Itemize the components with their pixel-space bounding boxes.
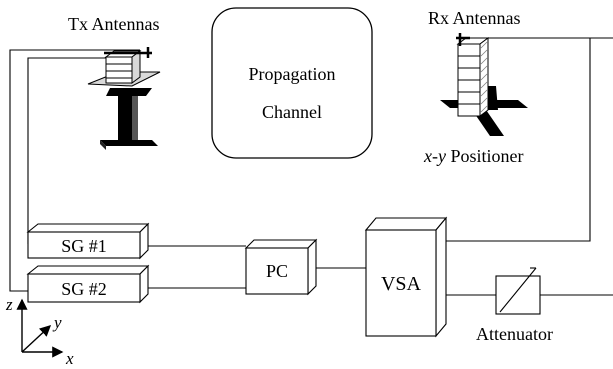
vsa-box <box>364 216 448 338</box>
axis-y-label: y <box>52 313 62 332</box>
pc-label: PC <box>266 261 288 281</box>
positioner-xy: x-y <box>423 146 446 166</box>
positioner-word: Positioner <box>446 146 524 166</box>
tx-base <box>100 140 158 146</box>
axis-x-label: x <box>65 349 74 368</box>
sg1-box <box>26 222 150 260</box>
tx-antennas-label: Tx Antennas <box>68 14 160 34</box>
pc-box <box>244 238 318 296</box>
propagation-channel-box <box>211 7 373 159</box>
wire-sg2-to-tx <box>9 49 140 292</box>
attenuator-label: Attenuator <box>476 324 553 344</box>
sg2-label: SG #2 <box>61 279 107 299</box>
rx-antenna-assembly <box>440 33 528 136</box>
tx-antenna-stack <box>104 50 142 84</box>
axis-z-label: z <box>5 295 13 314</box>
positioner-label: x-y Positioner <box>423 146 524 166</box>
axes-indicator <box>16 298 64 358</box>
rx-antennas-label: Rx Antennas <box>428 8 521 28</box>
propagation-label: Propagation <box>249 64 336 84</box>
channel-label: Channel <box>262 102 322 122</box>
tx-antenna-assembly <box>87 47 161 150</box>
rx-side-hatching <box>480 41 488 113</box>
attenuator-symbol <box>495 267 541 315</box>
sg1-label: SG #1 <box>61 236 107 256</box>
sg2-box <box>26 264 150 304</box>
tx-pillar <box>118 90 132 140</box>
vsa-label: VSA <box>381 273 422 295</box>
